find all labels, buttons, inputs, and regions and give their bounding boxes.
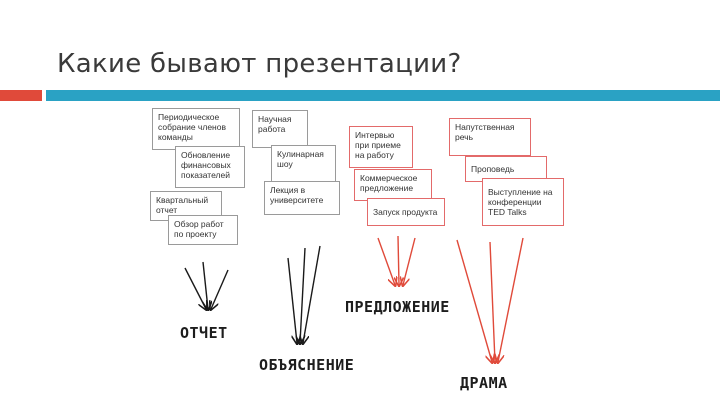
label-report: ОТЧЕТ xyxy=(180,324,228,342)
label-drama: ДРАМА xyxy=(460,374,508,392)
box-job-interview: Интервью при приеме на работу xyxy=(349,126,413,168)
label-explanation: ОБЪЯСНЕНИЕ xyxy=(259,356,355,374)
box-cooking-show: Кулинарная шоу xyxy=(271,145,336,183)
box-periodic-meeting: Периодическое собрание членов команды xyxy=(152,108,240,150)
box-farewell-speech: Напутственная речь xyxy=(449,118,531,156)
box-commercial-offer: Коммерческое предложение xyxy=(354,169,432,201)
arrows-drama xyxy=(456,237,524,362)
label-proposal: ПРЕДЛОЖЕНИЕ xyxy=(345,298,450,316)
box-finance-update: Обновление финансовых показателей xyxy=(175,146,245,188)
arrows-report xyxy=(184,261,229,309)
slide-title: Какие бывают презентации? xyxy=(57,49,462,79)
box-product-launch: Запуск продукта xyxy=(367,198,445,226)
box-university-lecture: Лекция в университете xyxy=(264,181,340,215)
box-science-work: Научная работа xyxy=(252,110,308,148)
arrows-explanation xyxy=(287,245,321,343)
arrows-proposal xyxy=(377,235,416,285)
box-project-review: Обзор работ по проекту xyxy=(168,215,238,245)
accent-bar-red xyxy=(0,90,42,101)
accent-bar-blue xyxy=(46,90,720,101)
box-ted-talk: Выступление на конференции TED Talks xyxy=(482,178,564,226)
